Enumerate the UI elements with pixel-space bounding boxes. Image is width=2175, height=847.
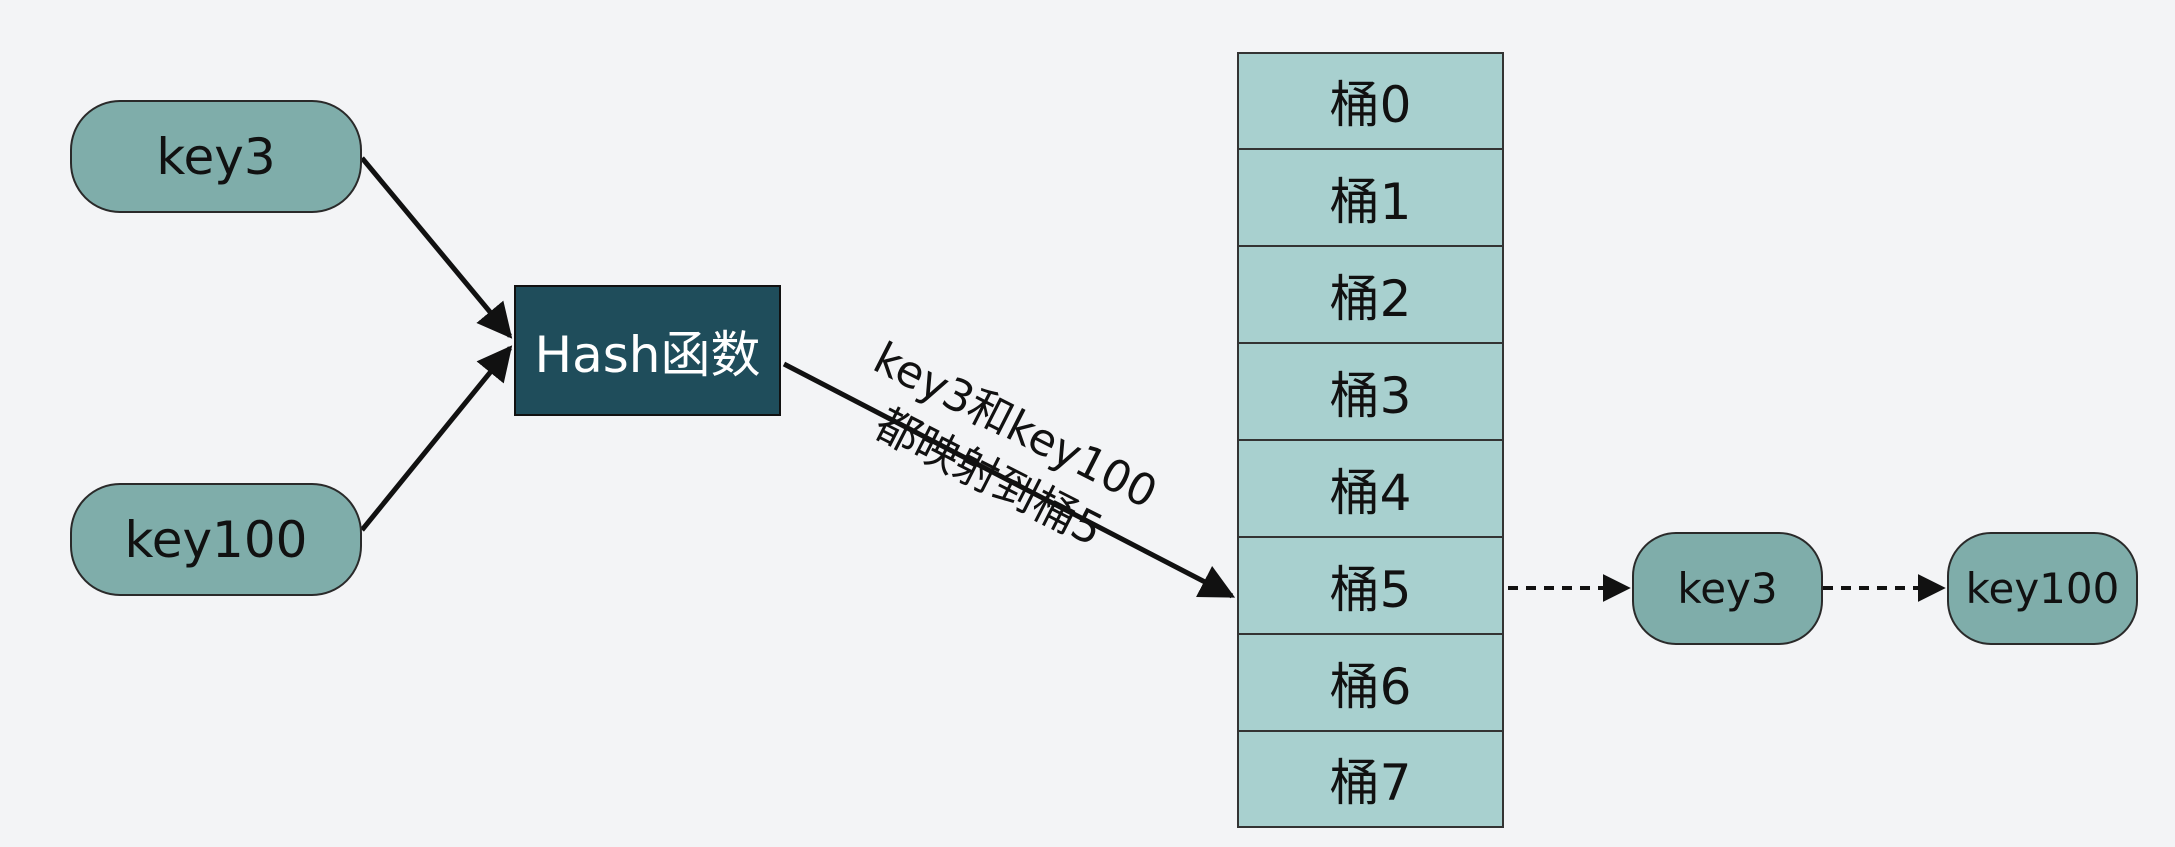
chain-key100-label: key100	[1965, 564, 2120, 613]
bucket-7: 桶7	[1237, 731, 1504, 828]
hash-function-label: Hash函数	[534, 325, 761, 384]
input-key100-node: key100	[70, 483, 362, 596]
bucket-1: 桶1	[1237, 149, 1504, 246]
chain-key100-node: key100	[1947, 532, 2138, 645]
edge-key100-to-hash	[360, 345, 513, 532]
input-key3-label: key3	[156, 127, 276, 186]
edge-key3-to-hash	[360, 156, 513, 339]
bucket-2: 桶2	[1237, 246, 1504, 343]
input-key3-node: key3	[70, 100, 362, 213]
hash-function-box: Hash函数	[514, 285, 781, 416]
chain-key3-node: key3	[1632, 532, 1823, 645]
bucket-array: 桶0 桶1 桶2 桶3 桶4 桶5 桶6 桶7	[1237, 52, 1504, 828]
bucket-6: 桶6	[1237, 634, 1504, 731]
bucket-0: 桶0	[1237, 52, 1504, 149]
input-key100-label: key100	[124, 510, 308, 569]
edge-hash-to-bucket5	[782, 361, 1236, 599]
chain-key3-label: key3	[1677, 564, 1778, 613]
bucket-5: 桶5	[1237, 537, 1504, 634]
bucket-4: 桶4	[1237, 440, 1504, 537]
bucket-3: 桶3	[1237, 343, 1504, 440]
